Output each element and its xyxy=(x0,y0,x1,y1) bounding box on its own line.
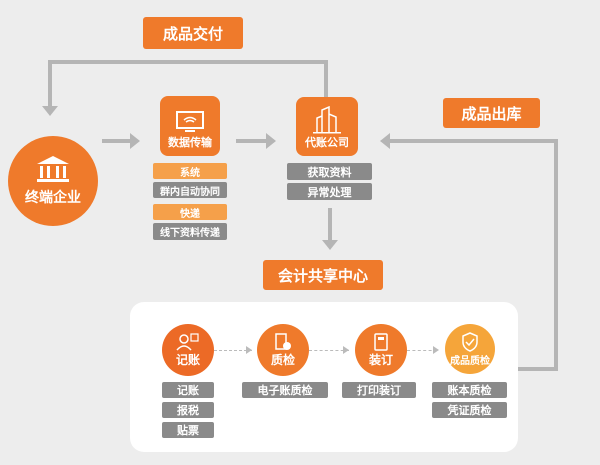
right-loop-top-line xyxy=(390,139,558,143)
arrow-agency-center xyxy=(328,208,332,240)
arrow-down-icon xyxy=(42,106,58,116)
arrow-transfer-agency xyxy=(236,139,266,143)
enterprise-node: 终端企业 xyxy=(8,136,98,226)
arrow-right-icon xyxy=(130,133,140,149)
top-loop-right-line xyxy=(324,60,328,98)
arrow-left-icon xyxy=(380,133,390,149)
agency-tag: 获取资料 xyxy=(287,163,372,180)
delivery-label: 成品交付 xyxy=(143,17,243,49)
step-tag: 记账 xyxy=(162,382,214,398)
step-title: 装订 xyxy=(368,352,393,367)
transfer-node: 数据传输 xyxy=(160,96,220,156)
agency-node: 代账公司 xyxy=(296,97,358,156)
top-loop-line xyxy=(48,60,328,64)
arrow-right-icon xyxy=(433,346,439,354)
transfer-title: 数据传输 xyxy=(168,136,212,149)
step-binding: 装订 xyxy=(355,324,407,376)
accounting-center-label: 会计共享中心 xyxy=(263,260,383,290)
right-loop-bottom-line xyxy=(515,367,558,371)
arrow-down-icon xyxy=(322,240,338,250)
step-inspection: 质检 xyxy=(257,324,309,376)
right-loop-vertical-line xyxy=(554,139,558,371)
arrow-right-icon xyxy=(266,133,276,149)
monitor-wifi-icon xyxy=(176,111,204,132)
dotted-arrow xyxy=(214,350,252,351)
shield-check-icon xyxy=(462,331,478,352)
arrow-right-icon xyxy=(246,346,252,354)
dotted-arrow xyxy=(309,350,349,351)
step-tag: 贴票 xyxy=(162,422,214,438)
step-bookkeeping: 记账 xyxy=(162,324,214,376)
agency-title: 代账公司 xyxy=(305,136,349,149)
step-title: 记账 xyxy=(175,352,200,367)
agency-tag: 异常处理 xyxy=(287,183,372,200)
notebook-icon xyxy=(374,332,388,351)
step-tag: 凭证质检 xyxy=(432,402,507,418)
transfer-tag: 线下资料传递 xyxy=(153,223,227,240)
arrow-right-icon xyxy=(343,346,349,354)
arrow-enterprise-transfer xyxy=(102,139,130,143)
transfer-tag: 快递 xyxy=(153,204,227,220)
dotted-arrow xyxy=(407,350,437,351)
document-check-icon xyxy=(275,332,291,350)
enterprise-label: 终端企业 xyxy=(25,190,81,206)
step-tag: 打印装订 xyxy=(342,382,416,398)
building-icon xyxy=(313,106,341,134)
transfer-tag: 系统 xyxy=(153,163,227,179)
step-tag: 账本质检 xyxy=(432,382,507,398)
top-loop-left-line xyxy=(48,60,52,108)
bank-icon xyxy=(37,156,69,182)
transfer-tag: 群内自动协同 xyxy=(153,182,227,198)
outbound-label: 成品出库 xyxy=(443,98,540,128)
step-final-inspection: 成品质检 xyxy=(445,324,495,374)
step-tag: 报税 xyxy=(162,402,214,418)
step-title: 成品质检 xyxy=(450,355,490,367)
accountant-icon xyxy=(176,332,199,351)
step-title: 质检 xyxy=(270,352,295,367)
step-tag: 电子账质检 xyxy=(242,382,328,398)
